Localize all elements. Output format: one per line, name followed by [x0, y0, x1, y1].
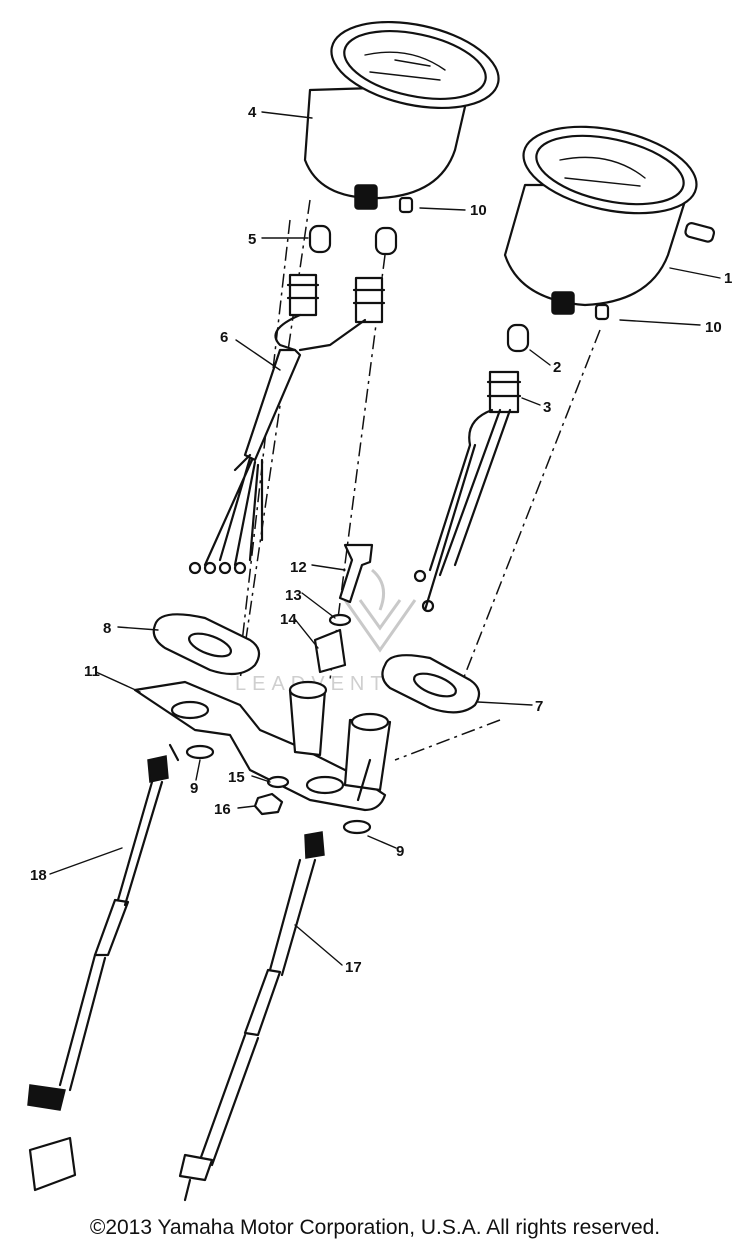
callout-17: 17	[345, 959, 362, 976]
callout-5: 5	[248, 231, 256, 248]
callout-7: 7	[535, 698, 543, 715]
copyright-notice: ©2013 Yamaha Motor Corporation, U.S.A. A…	[89, 1216, 661, 1239]
speedometer-cable	[27, 755, 169, 1192]
callout-15: 15	[228, 769, 245, 786]
callout-13: 13	[285, 587, 302, 604]
callout-11: 11	[84, 663, 100, 680]
callout-1: 1	[724, 270, 732, 287]
bulbs-left	[308, 224, 398, 256]
right-gauge	[503, 125, 716, 321]
callout-labels: 4 5 6 10 10 1 2 3 12 13 14 8 7 11 9 15 1…	[30, 104, 732, 976]
meter-bracket	[133, 680, 392, 812]
callout-14: 14	[280, 611, 297, 628]
callout-12: 12	[290, 559, 307, 576]
callout-8: 8	[103, 620, 111, 637]
callout-3: 3	[543, 399, 551, 416]
callout-6: 6	[220, 329, 228, 346]
callout-4: 4	[248, 104, 257, 121]
callout-10a: 10	[470, 202, 487, 219]
leader-lines	[49, 111, 721, 966]
left-socket-harness	[188, 273, 386, 575]
callout-10b: 10	[705, 319, 722, 336]
alignment-lines	[239, 199, 601, 761]
bolt-washer-spacer	[313, 543, 374, 674]
tachometer-cable	[178, 831, 325, 1202]
callout-9b: 9	[396, 843, 404, 860]
callout-2: 2	[553, 359, 561, 376]
callout-18: 18	[30, 867, 47, 884]
callout-9a: 9	[190, 780, 198, 797]
callout-16: 16	[214, 801, 231, 818]
right-bulb-socket	[413, 323, 530, 613]
left-gauge	[303, 20, 500, 214]
gauge-cushions	[152, 613, 481, 714]
